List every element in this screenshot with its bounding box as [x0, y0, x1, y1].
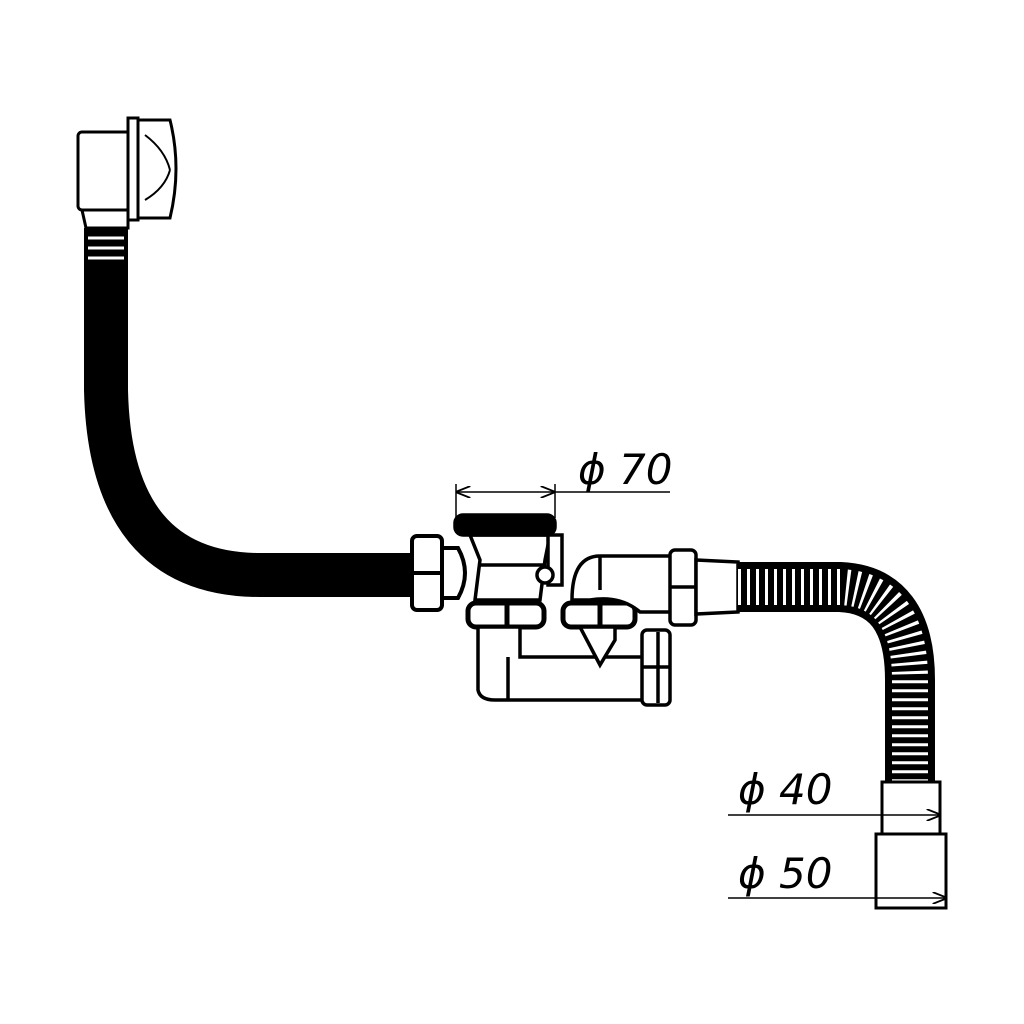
- dimension-70-label: ϕ 70: [578, 445, 673, 494]
- drain-body: [453, 513, 564, 602]
- dimension-40-label: ϕ 40: [738, 765, 833, 814]
- dimension-50-label: ϕ 50: [738, 849, 833, 898]
- hose-nut: [410, 534, 467, 612]
- dimension-70: [455, 484, 670, 518]
- corrugated-hose: [738, 562, 935, 782]
- body-nuts: [465, 600, 638, 630]
- outlet-elbow: [570, 548, 740, 627]
- corrugated-hose-ribs: [738, 569, 928, 782]
- outlet-tube: [874, 780, 948, 910]
- siphon-pipe: [476, 625, 672, 707]
- overflow-hose: [84, 262, 418, 597]
- hose-ribbed-neck: [84, 228, 128, 266]
- overflow-head: [76, 116, 178, 230]
